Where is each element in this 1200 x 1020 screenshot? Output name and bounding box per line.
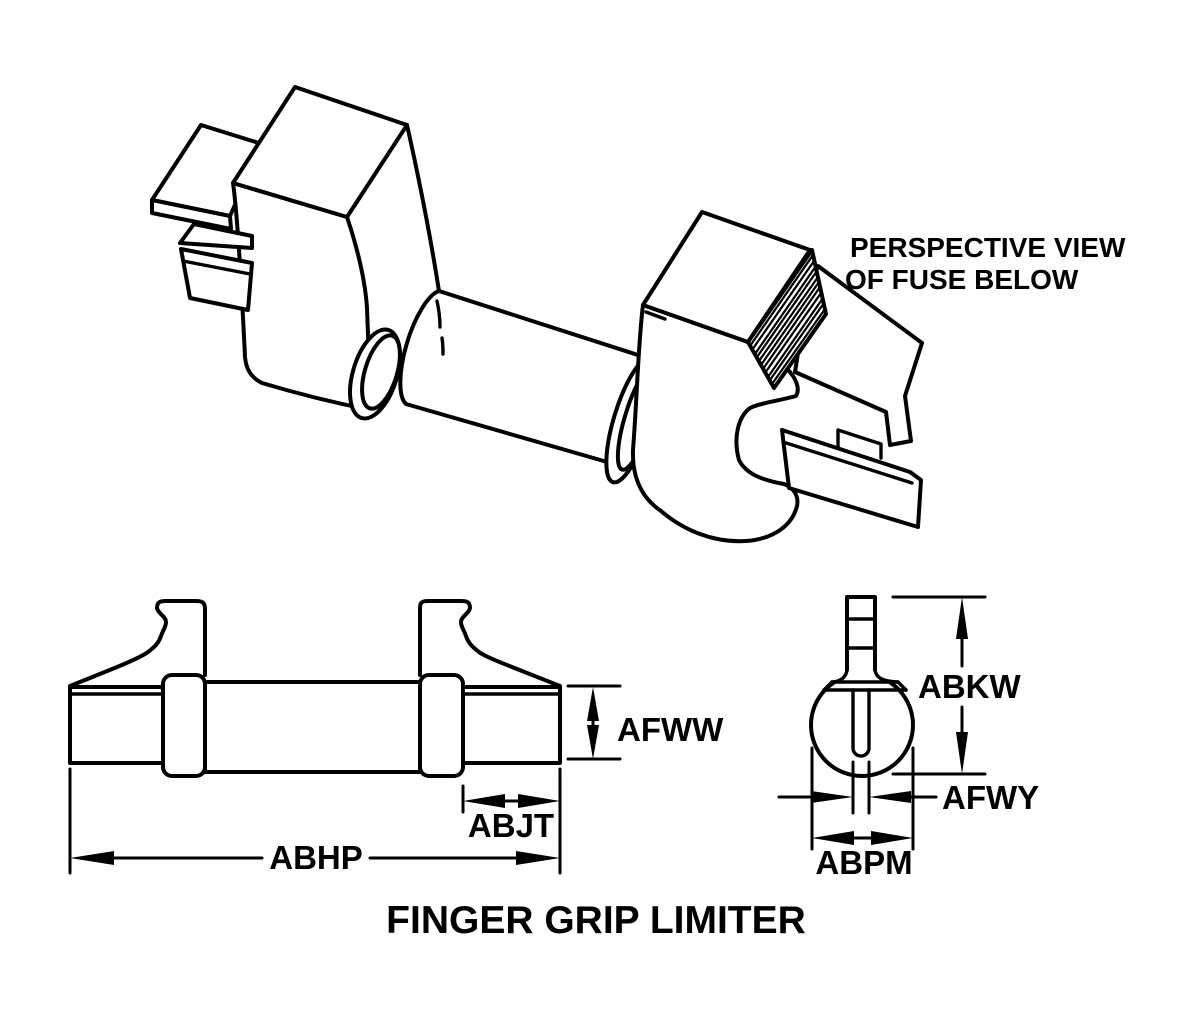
dimension-abkw: ABKW bbox=[891, 595, 1021, 776]
perspective-view-drawing: PERSPECTIVE VIEW OF FUSE BELOW bbox=[150, 85, 1126, 544]
hatch-lines bbox=[749, 254, 826, 385]
dimension-afwy: AFWY bbox=[777, 760, 1039, 816]
dimension-abpm: ABPM bbox=[810, 746, 915, 881]
perspective-caption-line2: OF FUSE BELOW bbox=[845, 264, 1079, 295]
front-view-drawing: AFWW ABJT ABHP bbox=[68, 599, 724, 876]
dimension-abjt: ABJT bbox=[461, 784, 560, 844]
dim-label-afwy: AFWY bbox=[942, 779, 1039, 816]
perspective-caption-line1: PERSPECTIVE VIEW bbox=[850, 232, 1126, 263]
side-view-drawing: ABKW AFWY ABPM bbox=[777, 595, 1039, 881]
dim-label-afww: AFWW bbox=[617, 711, 724, 748]
figure-title: FINGER GRIP LIMITER bbox=[386, 899, 806, 942]
dim-label-abpm: ABPM bbox=[815, 844, 912, 881]
dim-label-abhp: ABHP bbox=[269, 839, 363, 876]
dimension-afww: AFWW bbox=[566, 684, 724, 761]
dimension-abhp: ABHP bbox=[68, 767, 562, 876]
dim-label-abjt: ABJT bbox=[468, 807, 554, 844]
dim-label-abkw: ABKW bbox=[918, 668, 1021, 705]
